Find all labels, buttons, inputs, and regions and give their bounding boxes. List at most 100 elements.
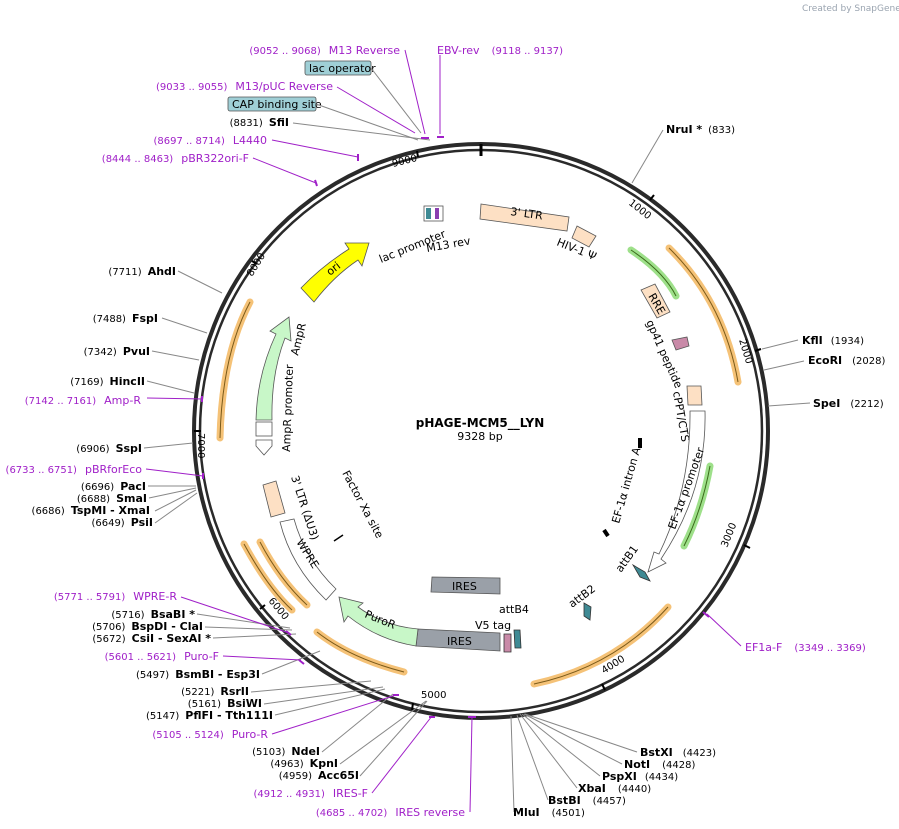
tick-mark-9000 [416,150,419,158]
ampr-promoter-feature[interactable] [255,439,273,456]
enzyme-tspmi[interactable]: (6686)TspMI - XmaI [32,504,150,517]
tick-mark-2000 [754,348,762,352]
tick-mark-8000 [251,260,258,265]
enzyme-spei[interactable]: SpeI(2212) [813,397,884,410]
enzyme-nrui[interactable]: NruI *(833) [666,123,735,136]
leader-hincii [146,380,195,394]
enzyme-pvui[interactable]: (7342)PvuI [84,345,150,358]
enzyme-kpni[interactable]: (4963)KpnI [270,757,338,770]
leader-pbrforeco [145,468,204,477]
plasmid-length: 9328 bp [457,430,502,443]
attb2-label: attB2 [566,582,598,610]
cap-binding-label: CAP binding site [232,98,322,111]
puror-feature[interactable] [338,596,419,647]
orf-arc-left[interactable] [216,298,254,442]
enzyme-sspi[interactable]: (6906)SspI [76,442,142,455]
primer-l4440[interactable]: (8697 .. 8714)L4440 [153,134,267,147]
leader-kfli [761,339,799,350]
v5-label: V5 tag [475,619,511,632]
enzyme-smai[interactable]: (6688)SmaI [77,492,147,505]
leader-ndei [321,693,394,753]
attb1-feature[interactable] [631,563,651,582]
mark-ef1a-f [702,611,710,618]
enzyme-hincii[interactable]: (7169)HincII [70,375,145,388]
tick-mark-6000 [259,604,266,610]
enzyme-bstxi[interactable]: BstXI(4423) [640,746,716,759]
primer-ef1a-f[interactable]: EF1a-F(3349 .. 3369) [745,641,866,654]
primer-ires-f[interactable]: (4912 .. 4931)IRES-F [253,787,368,800]
v5-feature[interactable] [503,633,512,653]
enzyme-psii[interactable]: (6649)PsiI [91,516,153,529]
enzyme-kfli[interactable]: KflI(1934) [802,334,864,347]
ires1-feature[interactable] [430,576,501,595]
primer-ebv-rev[interactable]: EBV-rev(9118 .. 9137) [437,44,563,57]
leader-ires-f [371,715,433,794]
leader-ecori [763,360,805,371]
attb2-feature[interactable] [583,602,592,621]
orf-arc-left-core [219,301,251,439]
leader-lacop [370,67,422,134]
leader-ahdi [177,270,223,294]
enzyme-sfii[interactable]: (8831)SfiI [230,116,289,129]
enzyme-bsmbi[interactable]: (5497)BsmBI - Esp3I [136,668,260,681]
orf-arc-top-right-core [668,247,739,383]
orf-arc-top-right[interactable] [665,244,742,386]
ltr-du3-feature[interactable] [262,480,286,518]
ef1a-promoter-feature[interactable] [647,410,706,573]
enzyme-mlui[interactable]: MluI(4501) [513,806,585,819]
primer-pbrforeco[interactable]: (6733 .. 6751)pBRforEco [6,463,143,476]
ltr3-feature[interactable] [479,203,570,232]
primer-labels: (9052 .. 9068)M13 Reverse EBV-rev(9118 .… [6,44,866,819]
tick-mark-1000 [649,194,655,201]
orf-arc-left-b-core [259,541,308,606]
enzyme-ahdi[interactable]: (7711)AhdI [108,265,176,278]
enzyme-fspi[interactable]: (7488)FspI [93,312,158,325]
hiv-psi-feature[interactable] [571,225,597,248]
mark-pbr322ori [314,179,318,187]
ori-feature[interactable] [300,242,370,303]
enzyme-acc65i[interactable]: (4959)Acc65I [279,769,359,782]
orf-arc-left-a-core [243,543,293,611]
ltr3-label: 3' LTR [510,205,544,222]
orf-arc-bottom-right[interactable] [530,603,672,688]
plasmid-name: pHAGE-MCM5__LYN [416,416,545,431]
enzyme-csii[interactable]: (5672)CsiI - SexAI * [92,632,211,645]
leader-pspxi [521,713,601,777]
leader-mlui [510,715,515,813]
enzyme-bspdi[interactable]: (5706)BspDI - ClaI [92,620,203,633]
rre-feature[interactable] [640,283,671,319]
enzyme-paci[interactable]: (6696)PacI [81,480,146,493]
enzyme-rsrii[interactable]: (5221)RsrII [181,685,249,698]
mark-puro-f [298,659,305,665]
wpre-feature[interactable] [279,518,337,601]
enzyme-bstbi[interactable]: BstBI(4457) [548,794,626,807]
leader-acc65i [359,700,428,777]
enzyme-pspxi[interactable]: PspXI(4434) [602,770,678,783]
gp41-label: gp41 peptide [643,318,685,390]
enzyme-pflfi[interactable]: (5147)PflFI - Tth111I [146,709,273,722]
ampr-feature[interactable] [255,316,292,421]
primer-m13puc[interactable]: (9033 .. 9055)M13/pUC Reverse [156,80,333,93]
enzyme-noti[interactable]: NotI(4428) [624,758,695,771]
enzyme-xbai[interactable]: XbaI(4440) [578,782,651,795]
primer-ampr[interactable]: (7142 .. 7161)Amp-R [25,394,142,407]
enzyme-ndei[interactable]: (5103)NdeI [252,745,320,758]
primer-wpre-r[interactable]: (5771 .. 5791)WPRE-R [54,590,177,603]
leader-xbai [519,713,578,789]
enzyme-ecori[interactable]: EcoRI(2028) [808,354,886,367]
enzyme-bsabi[interactable]: (5716)BsaBI * [111,608,195,621]
primer-puro-f[interactable]: (5601 .. 5621)Puro-F [105,650,219,663]
tick-3000: 3000 [720,521,740,549]
tick-5000: 5000 [421,690,446,701]
leader-bsmbi [261,650,321,675]
primer-ires-rev[interactable]: (4685 .. 4702)IRES reverse [316,806,465,819]
cppt-feature[interactable] [686,385,703,406]
attb4-feature[interactable] [513,629,522,649]
primer-pbr322ori[interactable]: (8444 .. 8463)pBR322ori-F [102,152,249,165]
enzyme-bsiwi[interactable]: (5161)BsiWI [188,697,262,710]
tick-mark-3000 [743,544,751,549]
primer-puro-r[interactable]: (5105 .. 5124)Puro-R [152,728,268,741]
gp41-feature[interactable] [671,336,690,351]
factor-xa-mark [333,534,344,542]
primer-m13-reverse[interactable]: (9052 .. 9068)M13 Reverse [249,44,400,57]
